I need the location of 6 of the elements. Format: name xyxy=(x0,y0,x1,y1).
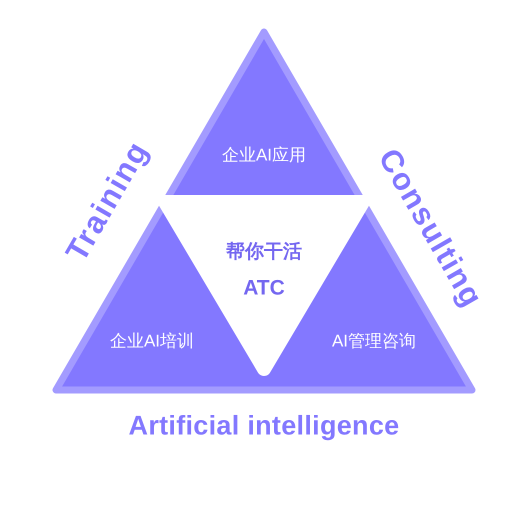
center-title: 帮你干活 xyxy=(226,242,302,262)
base-label: Artificial intelligence xyxy=(128,412,400,440)
region-label: AI管理咨询 xyxy=(332,332,416,350)
region-label: 企业AI应用 xyxy=(222,146,306,164)
center-subtitle: ATC xyxy=(243,278,285,298)
region-label: 企业AI培训 xyxy=(110,332,194,350)
